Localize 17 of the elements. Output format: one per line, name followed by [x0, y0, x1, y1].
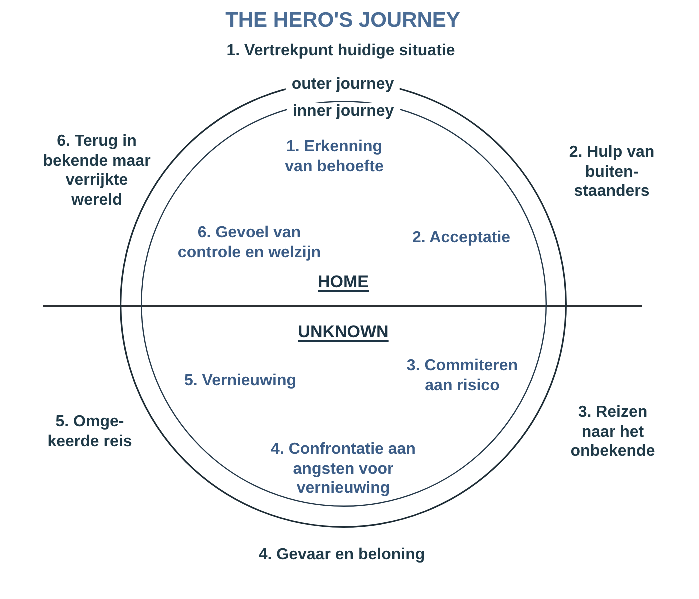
title: THE HERO'S JOURNEY	[226, 9, 460, 33]
stage-label: 6. Terug in bekende maar verrijkte wereld	[42, 132, 152, 210]
stage-label: 1. Erkenning van behoefte	[284, 138, 385, 176]
stage-label: 5. Omge- keerde reis	[46, 412, 134, 452]
stage-label: 1. Vertrekpunt huidige situatie	[226, 41, 456, 61]
stage-label: 3. Reizen naar het onbekende	[570, 402, 656, 462]
stage-label: 3. Commiteren aan risico	[406, 356, 520, 396]
circle-label: outer journey	[286, 76, 400, 94]
region-label: HOME	[318, 272, 369, 292]
stage-label: 4. Gevaar en beloning	[258, 545, 426, 565]
stage-label: 5. Vernieuwing	[184, 371, 297, 391]
stage-label: 2. Hulp van buiten- staanders	[568, 142, 656, 202]
stage-label: 2. Acceptatie	[412, 228, 511, 248]
circle-label: inner journey	[286, 103, 400, 121]
stage-label: 6. Gevoel van controle en welzijn	[176, 224, 322, 262]
stage-label: 4. Confrontatie aan angsten voor vernieuwing	[270, 440, 417, 498]
region-label: UNKNOWN	[298, 322, 389, 342]
